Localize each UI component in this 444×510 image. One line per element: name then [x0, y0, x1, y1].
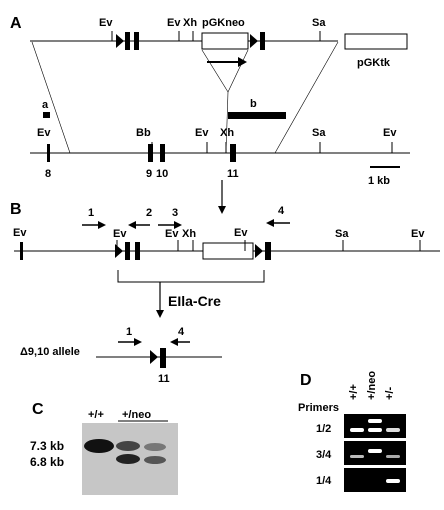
site-ev: Ev	[113, 228, 127, 240]
scale-bar-label: 1 kb	[368, 175, 390, 187]
panel-d-label: D	[300, 372, 312, 389]
pcr-gels	[344, 414, 406, 492]
panel-a-label: A	[10, 15, 22, 32]
probe-b	[228, 112, 286, 119]
pcr-band	[386, 428, 400, 432]
pcr-band	[350, 455, 364, 458]
loxp-site	[255, 244, 263, 258]
site-sa: Sa	[335, 228, 349, 240]
pgkneo-cassette	[201, 32, 249, 50]
exon-11	[260, 32, 265, 50]
site-sa: Sa	[312, 17, 326, 29]
pgktk-cassette	[344, 33, 408, 50]
cre-label: EIla-Cre	[168, 293, 221, 309]
lane-wt-label: +/+	[348, 384, 360, 400]
probe-a	[43, 112, 50, 118]
exon-9	[148, 144, 153, 162]
band-7-3kb	[84, 439, 114, 453]
panel-c-label: C	[32, 401, 44, 418]
primer-2-label: 2	[146, 207, 152, 219]
pcr-band	[386, 479, 400, 483]
row-label-1-2: 1/2	[316, 423, 331, 435]
site-xh: Xh	[182, 228, 196, 240]
probe-b-label: b	[250, 98, 257, 110]
exon-10	[134, 32, 139, 50]
band-lower-label: 6.8 kb	[30, 455, 64, 469]
targeting-vector	[30, 31, 408, 67]
band-6-8kb	[144, 456, 166, 464]
primer-arrows	[82, 219, 290, 229]
loxp-site	[250, 34, 258, 48]
site-bb: Bb	[136, 127, 151, 139]
exon-11	[265, 242, 271, 260]
exon-10	[160, 144, 165, 162]
exon-11	[230, 144, 236, 162]
site-ev: Ev	[37, 127, 51, 139]
lane-neo-label: +/neo	[366, 371, 378, 400]
site-ev: Ev	[167, 17, 181, 29]
exon-10-label: 10	[156, 168, 168, 180]
exon-11-label: 11	[227, 168, 239, 180]
exon-8-label: 8	[45, 168, 51, 180]
targeted-allele	[14, 240, 440, 260]
site-ev: Ev	[13, 227, 27, 239]
pcr-band	[368, 449, 382, 453]
primer-3-label: 3	[172, 207, 178, 219]
primers-label: Primers	[298, 402, 339, 414]
site-ev: Ev	[383, 127, 397, 139]
pgktk-label: pGKtk	[357, 57, 391, 69]
row-label-3-4: 3/4	[316, 449, 332, 461]
pcr-band	[350, 428, 364, 432]
lane-het-label: +/-	[384, 387, 396, 400]
site-ev: Ev	[165, 228, 179, 240]
row-label-1-4: 1/4	[316, 475, 332, 487]
band-upper-label: 7.3 kb	[30, 439, 64, 453]
site-ev: Ev	[99, 17, 113, 29]
deleted-allele-label: Δ9,10 allele	[20, 346, 80, 358]
homology-lines	[31, 41, 339, 154]
gel-1-2	[344, 414, 406, 438]
exon-11	[160, 348, 166, 368]
neo-cassette	[202, 242, 254, 260]
pcr-band	[386, 455, 400, 458]
site-ev: Ev	[234, 227, 248, 239]
pgkneo-label: pGKneo	[202, 17, 245, 29]
lane-neo-label: +/neo	[122, 409, 151, 421]
site-sa: Sa	[312, 127, 326, 139]
site-xh: Xh	[183, 17, 197, 29]
exon-8	[47, 144, 50, 162]
pcr-band	[368, 419, 382, 423]
deleted-allele	[96, 338, 222, 368]
primer-1-label: 1	[88, 207, 94, 219]
lane-wt-label: +/+	[88, 409, 104, 421]
genomic-locus	[30, 142, 410, 162]
loxp-site	[150, 350, 158, 364]
exon-9	[125, 242, 130, 260]
band-7-3kb	[116, 441, 140, 451]
exon-9	[125, 32, 130, 50]
exon-9-label: 9	[146, 168, 152, 180]
southern-blot	[82, 423, 178, 495]
site-ev: Ev	[195, 127, 209, 139]
primer-4-label: 4	[278, 205, 285, 217]
primer-4-label: 4	[178, 326, 185, 338]
deletion-bracket	[117, 270, 265, 283]
probe-a-label: a	[42, 99, 49, 111]
site-xh: Xh	[220, 127, 234, 139]
pcr-band	[368, 428, 382, 432]
site-ev: Ev	[411, 228, 425, 240]
loxp-site	[115, 244, 123, 258]
exon-10	[135, 242, 140, 260]
exon-11-label: 11	[158, 373, 170, 385]
loxp-site	[116, 34, 124, 48]
primer-1-label: 1	[126, 326, 132, 338]
band-7-3kb	[144, 443, 166, 451]
band-6-8kb	[116, 454, 140, 464]
panel-b-label: B	[10, 201, 22, 218]
